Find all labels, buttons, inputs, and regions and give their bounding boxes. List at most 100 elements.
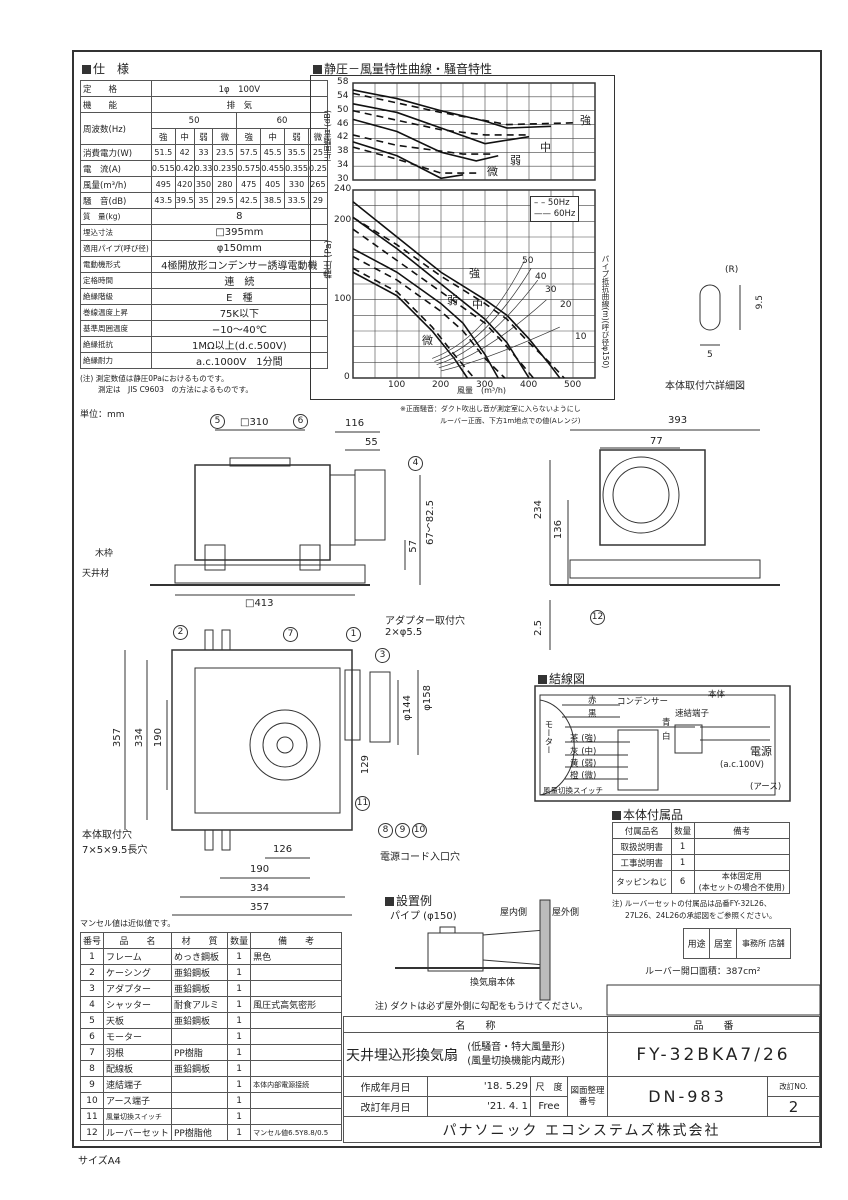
x-tick-label: 100	[388, 380, 406, 390]
title-block: 名 称 品 番 天井埋込形換気扇 (低騒音・特大風量形)(風量切換機能内蔵形) …	[343, 1016, 820, 1143]
part-name: アダプター	[103, 980, 172, 997]
part-name: ケーシング	[103, 964, 172, 981]
adapter-hole-label: アダプター取付穴	[385, 616, 465, 627]
spec-note-2: 測定は JIS C9603 の方法によるものです。	[98, 385, 253, 394]
number-header: 品 番	[607, 1016, 820, 1033]
dim-5: 5	[707, 350, 713, 360]
wiring-gray: 灰 (中)	[570, 747, 597, 757]
created-label: 作成年月日	[343, 1076, 428, 1097]
part-number: 11	[79, 1108, 105, 1125]
part-qty: 1	[227, 1108, 252, 1125]
accessories-header-cell: 付属品名	[612, 822, 672, 839]
pressure-tick-label: 240	[334, 184, 352, 194]
wiring-power: 電源	[750, 745, 772, 758]
scale-value: Free	[530, 1096, 568, 1117]
noise-curve	[352, 103, 530, 145]
install-body: 換気扇本体	[470, 978, 516, 988]
noise-tick-label: 30	[337, 174, 349, 184]
dim-129: 129	[360, 755, 371, 775]
parts-header-cell: 数量	[227, 932, 252, 949]
part-material: PP樹脂	[170, 1044, 229, 1061]
part-callout-10: 10	[412, 823, 427, 838]
part-number: 6	[79, 1028, 105, 1045]
wiring-body: 本体	[708, 690, 726, 700]
drawing-number-label: 図面整理番号	[567, 1076, 608, 1117]
parts-header-cell: 品 名	[103, 932, 172, 949]
part-qty: 1	[227, 1028, 252, 1045]
part-name: フレーム	[103, 948, 172, 965]
part-qty: 1	[227, 996, 252, 1013]
noise-plot-area	[352, 82, 596, 181]
dim-136: 136	[553, 520, 564, 540]
part-material: 亜鉛鋼板	[170, 1012, 229, 1029]
spec-title: 仕 様	[82, 60, 129, 77]
part-callout-9: 9	[395, 823, 410, 838]
unit-label: 単位：mm	[80, 410, 125, 420]
accessories-header-cell: 数量	[670, 822, 695, 839]
part-number: 8	[79, 1060, 105, 1077]
part-name: 天板	[103, 1012, 172, 1029]
revised-label: 改訂年月日	[343, 1096, 428, 1117]
usage-office: 事務所 店舗	[735, 928, 792, 959]
wiring-earth: (アース)	[750, 782, 782, 792]
dim-77: 77	[650, 436, 663, 447]
part-qty: 1	[227, 964, 252, 981]
chart-title: 静圧－風量特性曲線・騒音特性	[313, 60, 492, 77]
part-material: 耐食アルミ	[170, 996, 229, 1013]
noise-tick-label: 50	[337, 104, 349, 115]
usage-room: 居室	[709, 928, 737, 959]
part-material: めっき鋼板	[170, 948, 229, 965]
part-number: 10	[79, 1092, 105, 1109]
part-note	[250, 1028, 342, 1045]
part-number: 7	[79, 1044, 105, 1061]
dim-334: 334	[250, 883, 270, 894]
noise-tick-label: 46	[337, 118, 349, 129]
pressure-curve	[352, 248, 499, 379]
part-callout-3: 3	[375, 648, 390, 663]
model-number: FY-32BKA7/26	[607, 1032, 820, 1077]
install-pipe: パイプ (φ150)	[390, 911, 457, 922]
dim-334-v: 334	[134, 728, 145, 748]
accessories-header-cell: 備考	[693, 822, 791, 839]
pressure-curve	[352, 255, 506, 379]
part-callout-5: 5	[210, 414, 225, 429]
wiring-switch: 風量切換スイッチ	[543, 786, 603, 795]
louver-area: ルーバー開口面積：387cm²	[645, 967, 761, 977]
scale-label: 尺 度	[530, 1076, 568, 1097]
wiring-yellow: 黄 (弱)	[570, 759, 597, 769]
dim-55: 55	[365, 437, 378, 448]
dim-phi158: φ158	[422, 685, 433, 711]
pressure-tick-label: 0	[344, 372, 350, 382]
munsell-note: マンセル値は近似値です。	[80, 919, 176, 928]
noise-label-mid: 中	[540, 141, 551, 154]
speed-label: 中	[174, 128, 195, 145]
dim-190-v: 190	[153, 728, 164, 748]
wiring-motor: モーター	[543, 720, 553, 754]
dim-67-82: 67〜82.5	[425, 500, 436, 545]
part-callout-12: 12	[590, 610, 605, 625]
dim-393: 393	[668, 415, 688, 426]
part-note	[250, 1108, 342, 1125]
spec-label: 周波数(Hz)	[80, 112, 152, 145]
accessory-note	[693, 838, 791, 855]
part-material: PP樹脂他	[170, 1124, 229, 1141]
noise-curve	[352, 146, 477, 174]
part-qty: 1	[227, 948, 252, 965]
parts-header: 番号品 名材 質数量備 考	[79, 932, 342, 949]
pressure-curve	[352, 216, 565, 379]
part-material: 亜鉛鋼板	[170, 1060, 229, 1077]
part-note: 風圧式高気密形	[250, 996, 342, 1013]
part-number: 12	[79, 1124, 105, 1141]
pressure-label-strong: 強	[469, 267, 480, 280]
